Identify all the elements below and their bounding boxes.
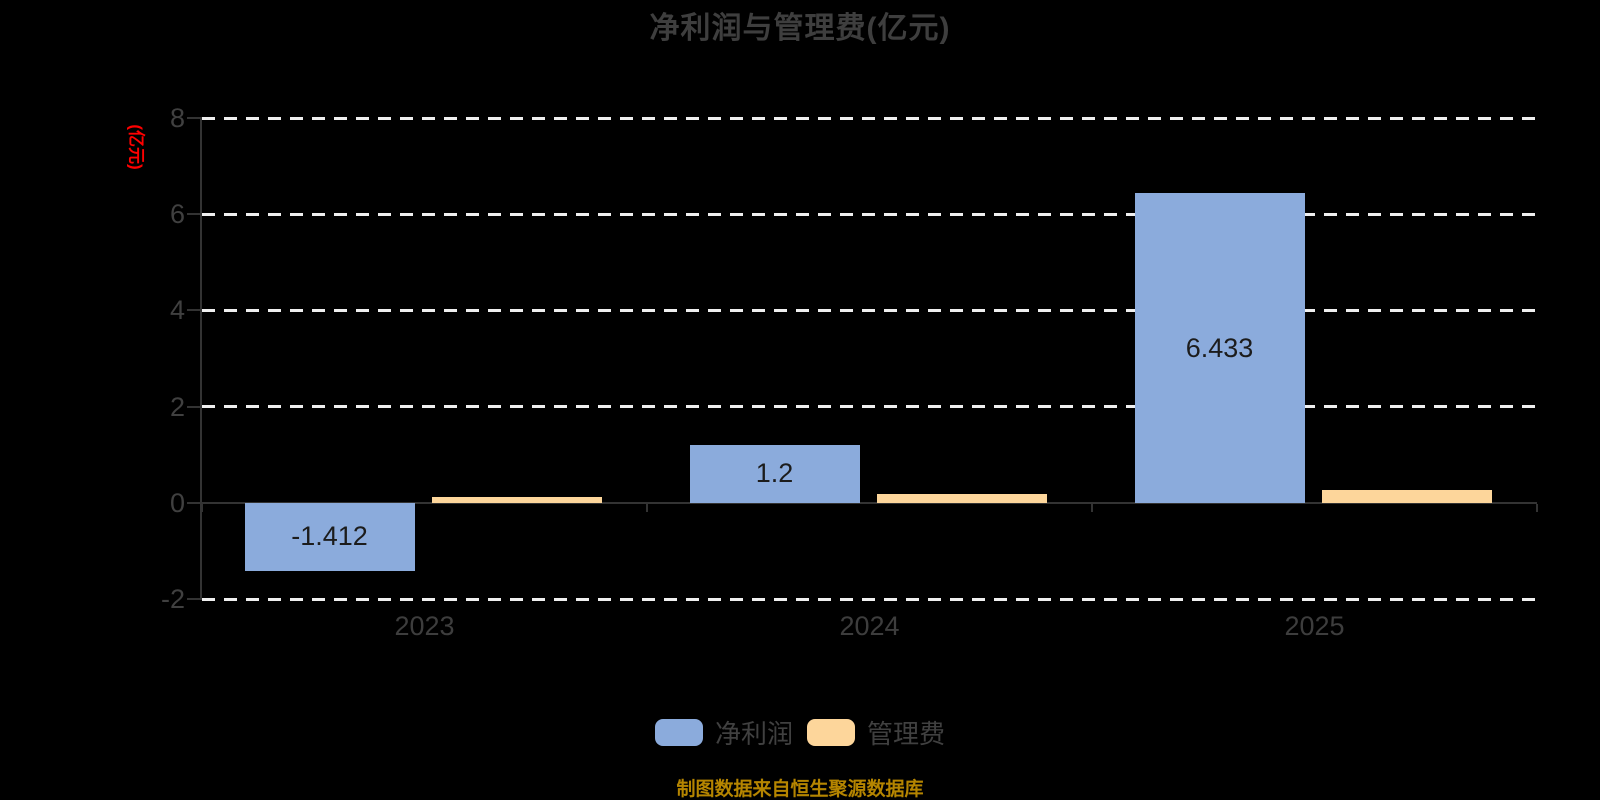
net-profit-value-label: 1.2 (755, 458, 794, 489)
y-tick-label: 0 (169, 487, 185, 518)
y-axis-tick (187, 309, 202, 312)
y-axis-tick (187, 117, 202, 119)
legend-label-mgmt-fee: 管理费 (867, 719, 946, 749)
net-profit-value-label: -1.412 (291, 521, 368, 552)
y-tick-label: 2 (169, 391, 185, 422)
y-tick-label: 6 (169, 199, 185, 230)
chart-title: 净利润与管理费(亿元) (649, 12, 951, 45)
y-tick-label: -2 (160, 584, 185, 614)
x-tick-label-2023: 2023 (394, 611, 455, 641)
mgmt-fee-bar-2023 (431, 496, 602, 503)
mgmt-fee-bar-2024 (876, 493, 1047, 503)
legend-label-net-profit: 净利润 (714, 719, 793, 749)
net-profit-bar-2024: 1.2 (689, 445, 860, 503)
y-tick-label: 8 (169, 103, 185, 133)
gridline (202, 116, 1537, 120)
gridline (202, 308, 1537, 312)
y-axis-tick (187, 213, 202, 216)
data-source-note: 制图数据来自恒生聚源数据库 (676, 779, 924, 800)
mgmt-fee-bar-2025 (1321, 490, 1492, 503)
gridline (202, 597, 1537, 601)
gridline (202, 405, 1537, 409)
y-tick-label: 4 (169, 295, 185, 326)
legend-swatch-mgmt-fee (807, 719, 855, 746)
legend-item-mgmt-fee[interactable]: 管理费 (807, 714, 945, 751)
x-axis-tick (1536, 503, 1538, 512)
x-axis-tick (646, 503, 648, 512)
x-axis-tick (1091, 503, 1093, 512)
y-axis-tick (187, 598, 202, 600)
legend: 净利润 管理费 (0, 714, 1600, 751)
legend-item-net-profit[interactable]: 净利润 (654, 714, 793, 751)
y-axis-tick (187, 405, 202, 408)
x-axis-tick (201, 503, 203, 512)
x-axis-line (202, 501, 1537, 504)
legend-swatch-net-profit (654, 719, 703, 746)
y-axis-line (200, 118, 202, 600)
x-tick-label-2025: 2025 (1284, 611, 1345, 641)
net-profit-bar-2023: -1.412 (244, 502, 415, 571)
net-profit-value-label: 6.433 (1185, 332, 1254, 363)
gridline (202, 212, 1537, 216)
x-tick-label-2024: 2024 (839, 611, 900, 641)
net-profit-bar-2025: 6.433 (1134, 193, 1305, 503)
y-axis-tick (187, 501, 202, 504)
